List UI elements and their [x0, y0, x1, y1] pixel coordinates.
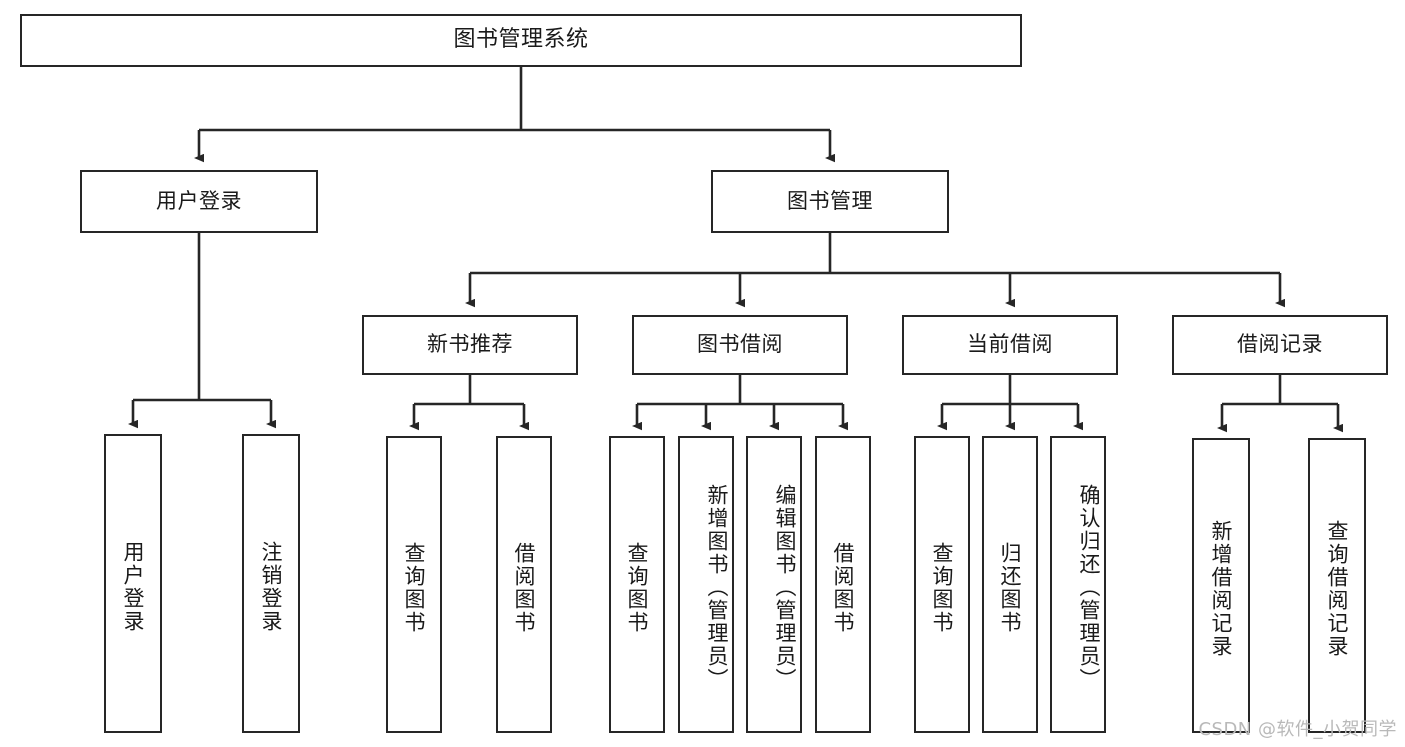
node-new-book-rec[interactable]: 新书推荐	[362, 315, 578, 375]
csdn-watermark: CSDN @软件_小贺同学	[1198, 719, 1397, 740]
node-book-manage[interactable]: 图书管理	[711, 170, 949, 233]
node-borrow-record-label: 借阅记录	[1237, 332, 1323, 357]
node-user-login[interactable]: 用户登录	[80, 170, 318, 233]
node-leaf-borrow-book-2[interactable]: 借阅图书	[815, 436, 871, 733]
node-book-borrow[interactable]: 图书借阅	[632, 315, 848, 375]
node-leaf-return-book[interactable]: 归还图书	[982, 436, 1038, 733]
node-leaf-query-record-label: 查询借阅记录	[1325, 519, 1349, 658]
node-new-book-rec-label: 新书推荐	[427, 332, 513, 357]
node-leaf-add-book[interactable]: 新增图书（管理员）	[678, 436, 734, 733]
node-leaf-query-book-2-label: 查询图书	[625, 541, 649, 634]
node-current-borrow-label: 当前借阅	[967, 332, 1053, 357]
node-leaf-user-login[interactable]: 用户登录	[104, 434, 162, 733]
node-leaf-query-record[interactable]: 查询借阅记录	[1308, 438, 1366, 733]
node-leaf-edit-book-label: 编辑图书（管理员）	[773, 484, 797, 691]
node-leaf-confirm-return-label: 确认归还（管理员）	[1077, 484, 1101, 691]
node-leaf-edit-book[interactable]: 编辑图书（管理员）	[746, 436, 802, 733]
node-leaf-add-record-label: 新增借阅记录	[1209, 519, 1233, 658]
node-leaf-user-login-label: 用户登录	[121, 540, 145, 633]
node-leaf-query-book-3[interactable]: 查询图书	[914, 436, 970, 733]
node-leaf-return-book-label: 归还图书	[998, 541, 1022, 634]
node-leaf-borrow-book-1[interactable]: 借阅图书	[496, 436, 552, 733]
node-root[interactable]: 图书管理系统	[20, 14, 1022, 67]
node-leaf-add-book-label: 新增图书（管理员）	[705, 484, 729, 691]
node-borrow-record[interactable]: 借阅记录	[1172, 315, 1388, 375]
node-leaf-add-record[interactable]: 新增借阅记录	[1192, 438, 1250, 733]
node-book-borrow-label: 图书借阅	[697, 332, 783, 357]
node-current-borrow[interactable]: 当前借阅	[902, 315, 1118, 375]
node-leaf-query-book-1[interactable]: 查询图书	[386, 436, 442, 733]
node-leaf-borrow-book-1-label: 借阅图书	[512, 541, 536, 634]
node-user-login-label: 用户登录	[156, 188, 242, 213]
node-leaf-confirm-return[interactable]: 确认归还（管理员）	[1050, 436, 1106, 733]
node-leaf-query-book-2[interactable]: 查询图书	[609, 436, 665, 733]
node-leaf-query-book-3-label: 查询图书	[930, 541, 954, 634]
node-leaf-borrow-book-2-label: 借阅图书	[831, 541, 855, 634]
node-leaf-logout-label: 注销登录	[259, 540, 283, 633]
node-book-manage-label: 图书管理	[787, 188, 873, 213]
node-root-label: 图书管理系统	[453, 27, 589, 53]
node-leaf-logout[interactable]: 注销登录	[242, 434, 300, 733]
node-leaf-query-book-1-label: 查询图书	[402, 541, 426, 634]
